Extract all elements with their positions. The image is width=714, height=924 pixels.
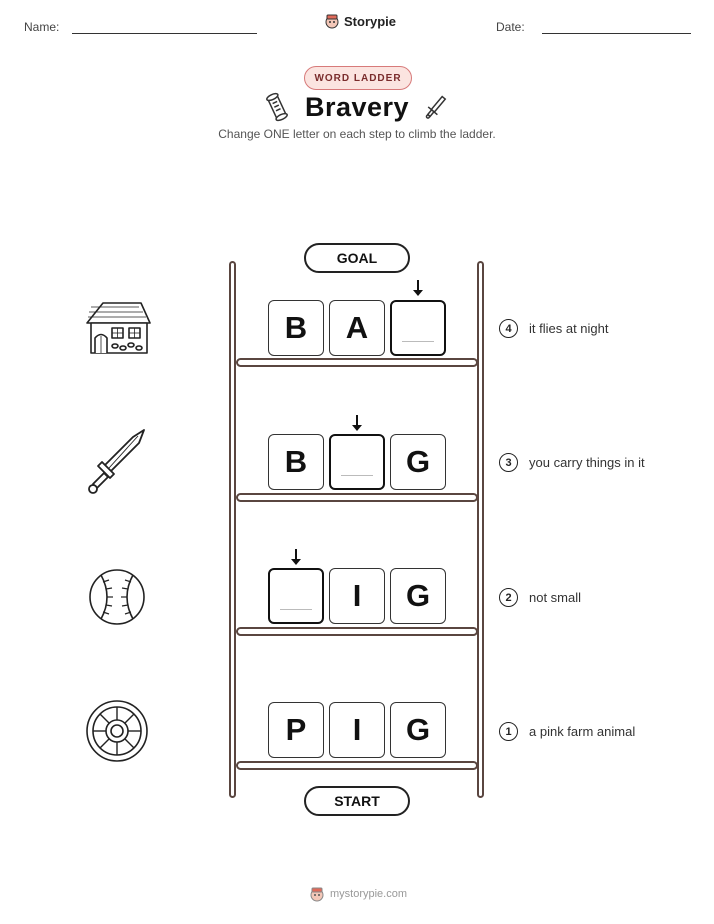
clue-text: you carry things in it [529, 455, 645, 470]
letter-tile: P [268, 702, 324, 758]
letter-tile: B [268, 434, 324, 490]
ladder-right-rail [477, 261, 484, 798]
brand-name: Storypie [344, 13, 397, 29]
storypie-mascot-icon [325, 14, 339, 29]
brand-logo: Storypie [324, 13, 396, 29]
arrow-down-icon [413, 280, 423, 296]
blank-letter-tile[interactable] [268, 568, 324, 624]
ladder-rung [236, 761, 478, 770]
page-title: Bravery [304, 92, 410, 122]
clue-number: 1 [499, 722, 518, 741]
letter-tile: G [390, 434, 446, 490]
letter-tile: G [390, 568, 446, 624]
scroll-icon [266, 92, 288, 122]
letter-tile: I [329, 702, 385, 758]
goal-label: GOAL [304, 243, 410, 273]
clue-text: a pink farm animal [529, 724, 636, 739]
start-label: START [304, 786, 410, 816]
instructions: Change ONE letter on each step to climb … [218, 127, 496, 141]
date-label: Date: [496, 20, 525, 34]
date-line[interactable] [542, 33, 691, 34]
word-ladder-badge: WORD LADDER [304, 66, 412, 90]
name-line[interactable] [72, 33, 257, 34]
name-label: Name: [24, 20, 60, 34]
arrow-down-icon [291, 549, 301, 565]
clue-number: 2 [499, 588, 518, 607]
clue-text: it flies at night [529, 321, 609, 336]
ladder-rung [236, 493, 478, 502]
blank-letter-tile[interactable] [329, 434, 385, 490]
cottage-icon [86, 302, 151, 354]
storypie-mascot-icon [310, 887, 324, 902]
footer: mystorypie.com [309, 886, 407, 902]
shield-icon [86, 700, 148, 762]
letter-tile: B [268, 300, 324, 356]
clue-number: 3 [499, 453, 518, 472]
blank-letter-tile[interactable] [390, 300, 446, 356]
sword-icon [88, 429, 145, 494]
clue-text: not small [529, 590, 582, 605]
letter-tile: I [329, 568, 385, 624]
footer-url[interactable]: mystorypie.com [330, 888, 408, 900]
ladder-rung [236, 358, 478, 367]
letter-tile: G [390, 702, 446, 758]
ladder-left-rail [229, 261, 236, 798]
small-sword-icon [425, 95, 447, 119]
arrow-down-icon [352, 415, 362, 431]
clue-number: 4 [499, 319, 518, 338]
baseball-icon [89, 569, 145, 625]
ladder-rung [236, 627, 478, 636]
letter-tile: A [329, 300, 385, 356]
